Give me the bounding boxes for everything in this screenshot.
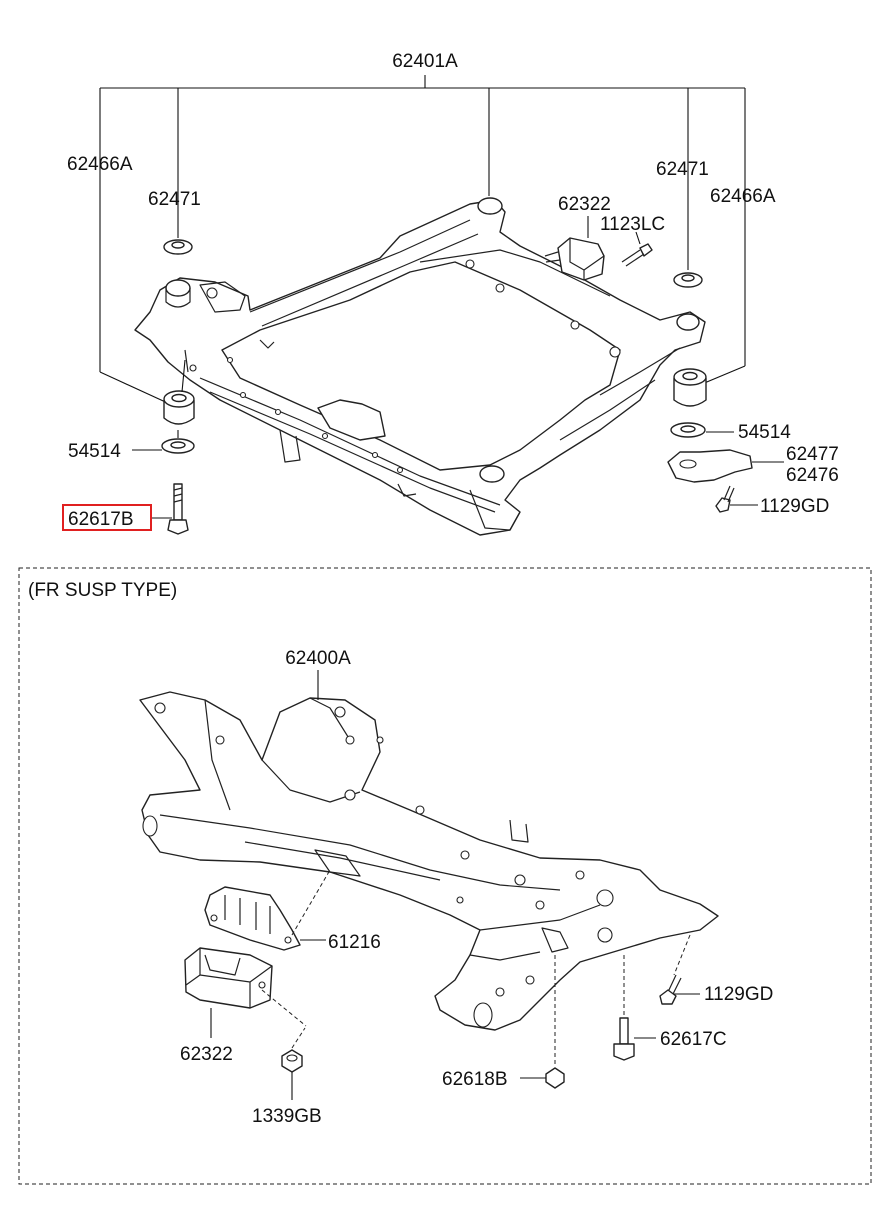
nut-1339gb <box>281 1027 306 1100</box>
label-62466a-right: 62466A <box>710 186 776 207</box>
washer-left <box>132 430 195 454</box>
bracket-right <box>667 449 784 483</box>
label-62477: 62477 <box>786 444 839 465</box>
highlight-box <box>62 504 152 531</box>
label-61216: 61216 <box>328 932 381 953</box>
main-assy-leader <box>99 75 746 406</box>
washer-right <box>670 422 734 438</box>
label-62466a-left: 62466A <box>67 154 133 175</box>
subframe-bottom <box>139 691 719 1031</box>
label-1123lc: 1123LC <box>600 214 665 235</box>
label-62322-top: 62322 <box>558 194 611 215</box>
label-62400a: 62400A <box>285 648 351 669</box>
bushing-right <box>673 368 707 407</box>
label-62476: 62476 <box>786 465 839 486</box>
top-assembly: 62401A 62466A 62471 62322 1123LC 62471 6… <box>62 51 839 536</box>
label-54514-left: 54514 <box>68 441 121 462</box>
bushing-left <box>163 359 195 425</box>
label-62618b: 62618B <box>442 1069 508 1090</box>
fr-susp-section: (FR SUSP TYPE) <box>18 567 872 1185</box>
plate-61216 <box>204 869 331 951</box>
label-62322-bottom: 62322 <box>180 1044 233 1065</box>
label-62471-right: 62471 <box>656 159 709 180</box>
mount-block-top <box>544 216 605 281</box>
label-1129gd-top: 1129GD <box>760 496 829 517</box>
mount-block-bottom <box>184 947 307 1038</box>
stopper-right <box>673 272 703 288</box>
label-1129gd-bottom: 1129GD <box>704 984 773 1005</box>
bolt-1129gd-bottom <box>659 934 700 1005</box>
label-54514-right: 54514 <box>738 422 791 443</box>
bolt-62617c <box>613 955 656 1061</box>
nut-62618b <box>520 955 565 1089</box>
section-title: (FR SUSP TYPE) <box>28 580 177 601</box>
label-62617c: 62617C <box>660 1029 727 1050</box>
bolt-1129gd-top <box>715 485 758 513</box>
bolt-top <box>621 231 653 267</box>
label-62471-left: 62471 <box>148 189 201 210</box>
label-1339gb: 1339GB <box>252 1106 322 1127</box>
section-border <box>18 567 872 1185</box>
label-62401a: 62401A <box>392 51 458 72</box>
bolt-62617b <box>152 483 189 535</box>
subframe-top <box>134 197 706 536</box>
label-62617b[interactable]: 62617B <box>68 509 134 530</box>
stopper-left <box>163 239 193 255</box>
